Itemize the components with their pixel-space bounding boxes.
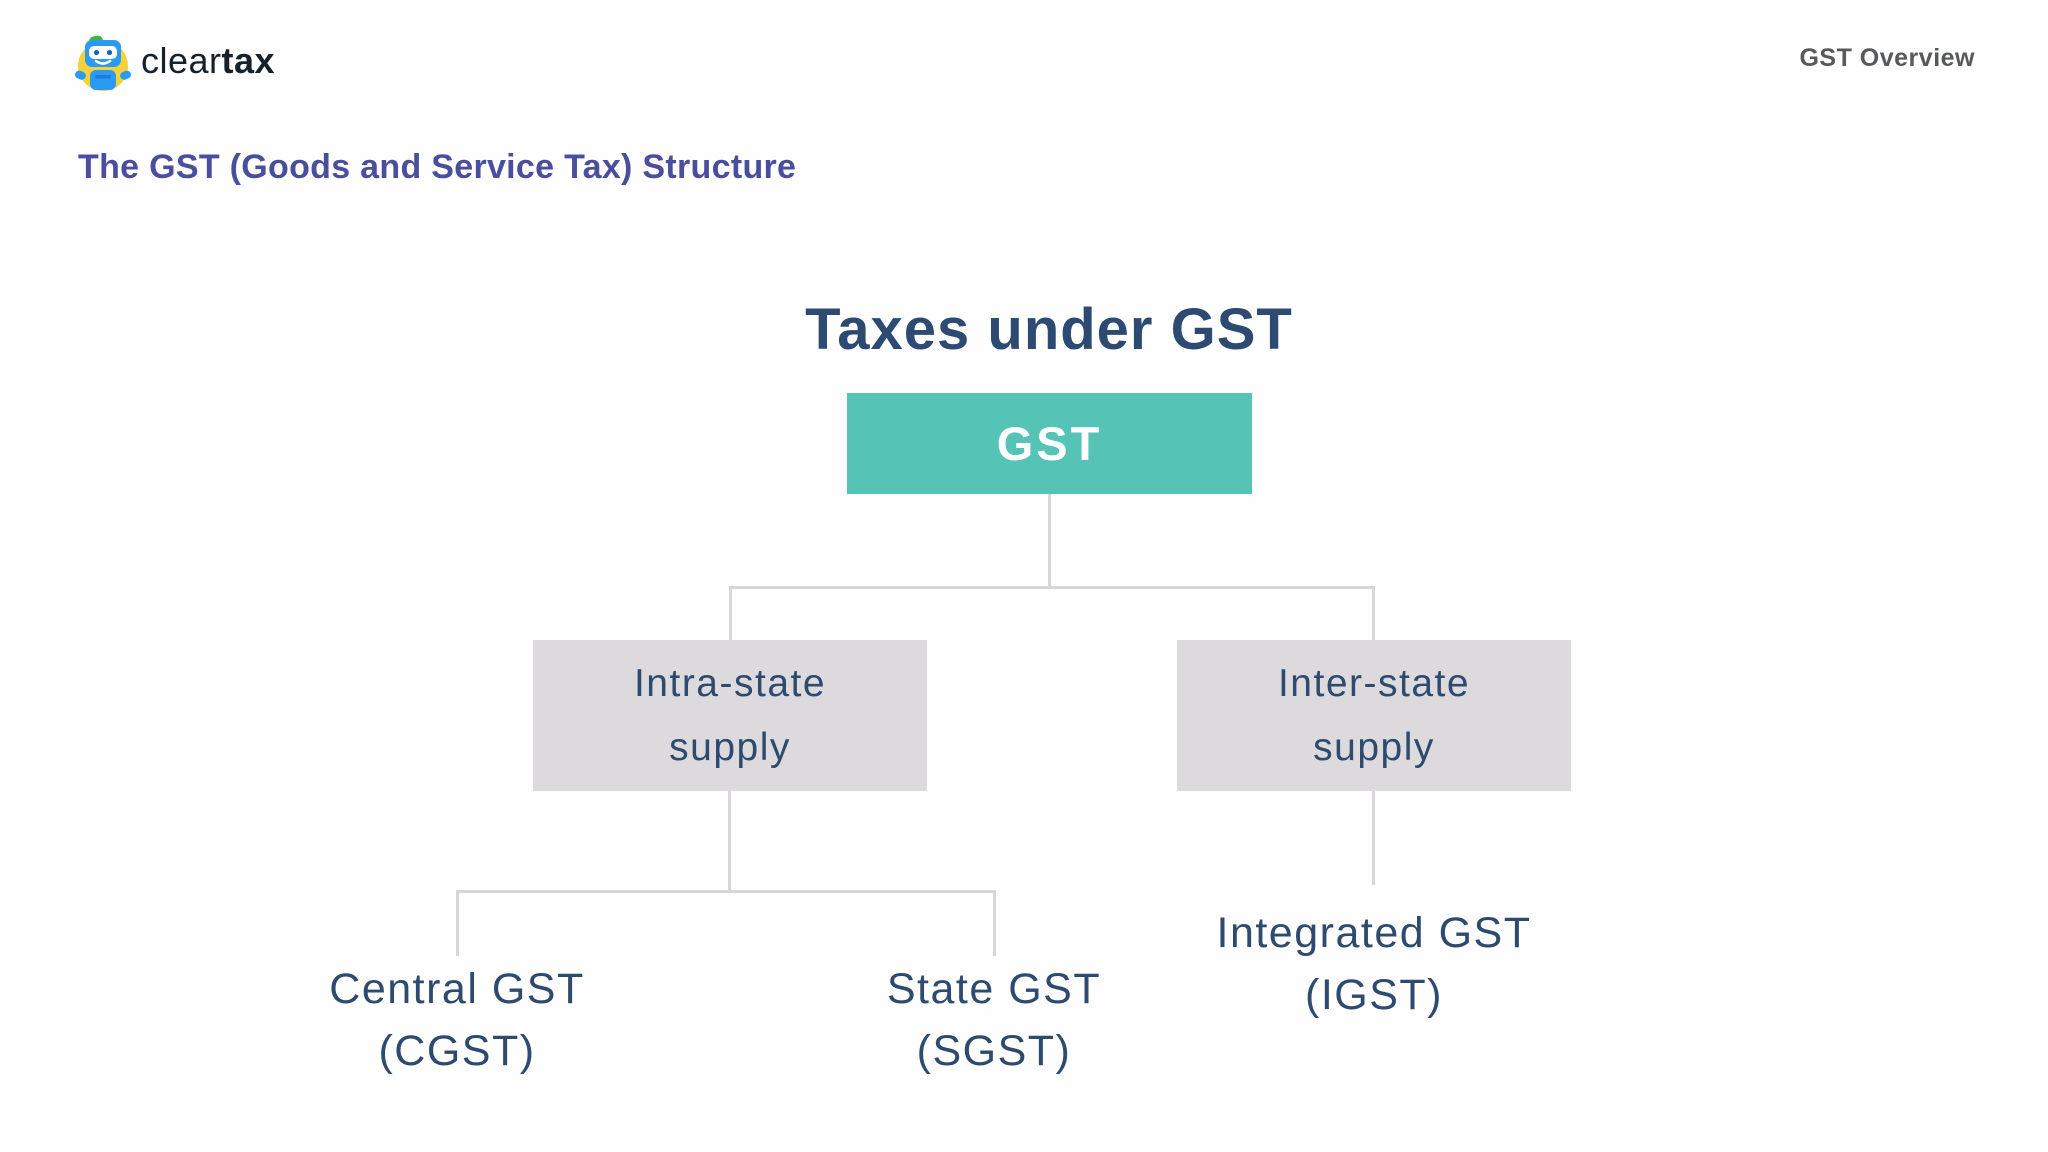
connector-root-stem — [1048, 494, 1051, 586]
connector-root-crossbar — [729, 586, 1375, 589]
leaf-label-line: State GST — [886, 965, 1102, 1013]
connector-intra-stem — [728, 791, 731, 890]
connector-drop-cgst — [456, 890, 459, 956]
node-label-line: supply — [1313, 725, 1435, 769]
node-intra-state-supply: Intra-state supply — [533, 640, 927, 791]
leaf-integrated-gst: Integrated GST (IGST) — [1154, 902, 1594, 1026]
leaf-label-line: Integrated GST — [1216, 909, 1532, 957]
leaf-label-line: (IGST) — [1305, 971, 1443, 1019]
logo-text-clear: clear — [141, 40, 222, 81]
connector-intra-crossbar — [456, 890, 996, 893]
node-label-line: supply — [669, 725, 791, 769]
page-label: GST Overview — [1799, 44, 1975, 72]
leaf-label-line: (CGST) — [378, 1027, 536, 1075]
leaf-central-gst: Central GST (CGST) — [237, 958, 677, 1082]
diagram-title: Taxes under GST — [805, 297, 1293, 362]
logo-text-tax: tax — [221, 40, 276, 81]
leaf-state-gst: State GST (SGST) — [774, 958, 1214, 1082]
node-inter-state-supply: Inter-state supply — [1177, 640, 1571, 791]
slide-heading: The GST (Goods and Service Tax) Structur… — [78, 148, 797, 186]
node-gst: GST — [847, 393, 1252, 494]
connector-drop-intra — [729, 586, 732, 640]
cleartax-mascot-icon — [75, 35, 131, 91]
leaf-label-line: Central GST — [329, 965, 585, 1013]
node-label-line: Intra-state — [633, 661, 827, 705]
leaf-label-line: (SGST) — [916, 1027, 1072, 1075]
cleartax-logo: cleartax — [75, 34, 275, 92]
cleartax-wordmark: cleartax — [141, 43, 275, 83]
connector-drop-sgst — [993, 890, 996, 956]
connector-drop-igst — [1372, 791, 1375, 885]
node-label-line: Inter-state — [1277, 661, 1471, 705]
connector-drop-inter — [1372, 586, 1375, 640]
